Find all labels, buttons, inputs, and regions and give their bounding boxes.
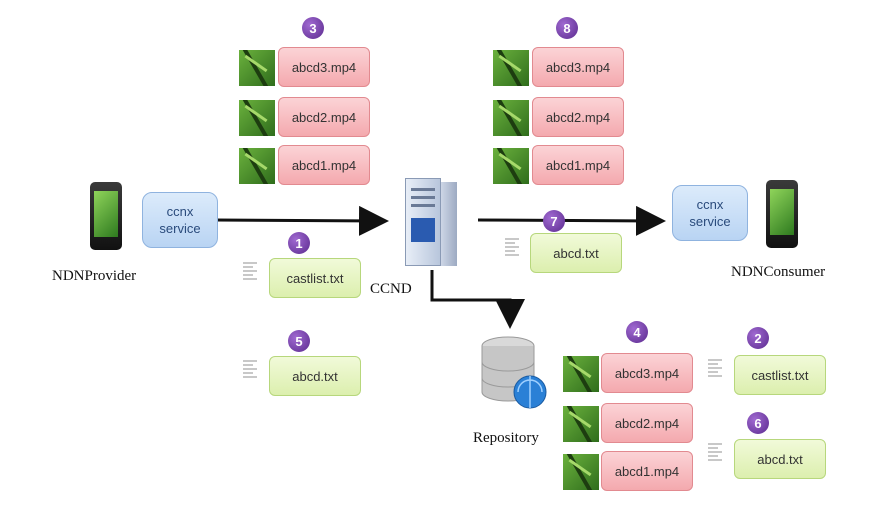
ccnd-server-icon bbox=[405, 178, 457, 266]
document-icon bbox=[243, 260, 257, 286]
step-badge-6: 6 bbox=[747, 412, 769, 434]
provider-service-line1: ccnx bbox=[166, 204, 194, 219]
video-thumbnail-icon bbox=[563, 454, 599, 490]
document-icon bbox=[243, 358, 257, 384]
video-thumbnail-icon bbox=[493, 100, 529, 136]
consumer-ccnx-service: ccnx service bbox=[672, 185, 748, 241]
file-abcd2-mp4: abcd2.mp4 bbox=[532, 97, 624, 137]
video-thumbnail-icon bbox=[563, 356, 599, 392]
file-abcd1-mp4: abcd1.mp4 bbox=[278, 145, 370, 185]
consumer-service-line2: service bbox=[689, 214, 731, 229]
file-abcd3-mp4: abcd3.mp4 bbox=[601, 353, 693, 393]
arrow-provider-to-ccnd bbox=[214, 205, 389, 236]
file-abcd-txt: abcd.txt bbox=[530, 233, 622, 273]
video-thumbnail-icon bbox=[493, 148, 529, 184]
file-castlist-txt: castlist.txt bbox=[269, 258, 361, 298]
consumer-service-line1: ccnx bbox=[696, 197, 724, 212]
consumer-phone-icon bbox=[766, 180, 798, 248]
video-thumbnail-icon bbox=[239, 50, 275, 86]
ccnd-label: CCND bbox=[370, 281, 412, 297]
step-badge-7: 7 bbox=[543, 210, 565, 232]
file-abcd3-mp4: abcd3.mp4 bbox=[278, 47, 370, 87]
repository-database-icon bbox=[481, 336, 547, 409]
provider-label: NDNProvider bbox=[52, 268, 137, 284]
video-thumbnail-icon bbox=[493, 50, 529, 86]
step-badge-3: 3 bbox=[302, 17, 324, 39]
step-badge-1: 1 bbox=[288, 232, 310, 254]
provider-service-line2: service bbox=[159, 221, 201, 236]
video-thumbnail-icon bbox=[239, 100, 275, 136]
step-badge-8: 8 bbox=[556, 17, 578, 39]
provider-phone-icon bbox=[90, 182, 122, 250]
file-abcd2-mp4: abcd2.mp4 bbox=[278, 97, 370, 137]
file-castlist-txt: castlist.txt bbox=[734, 355, 826, 395]
document-icon bbox=[708, 441, 722, 467]
file-abcd1-mp4: abcd1.mp4 bbox=[532, 145, 624, 185]
file-abcd-txt: abcd.txt bbox=[269, 356, 361, 396]
repository-label: Repository bbox=[473, 430, 539, 446]
video-thumbnail-icon bbox=[563, 406, 599, 442]
step-badge-2: 2 bbox=[747, 327, 769, 349]
arrow-ccnd-to-consumer bbox=[477, 205, 666, 236]
document-icon bbox=[505, 236, 519, 262]
step-badge-5: 5 bbox=[288, 330, 310, 352]
video-thumbnail-icon bbox=[239, 148, 275, 184]
consumer-label: NDNConsumer bbox=[731, 264, 826, 280]
step-badge-4: 4 bbox=[626, 321, 648, 343]
file-abcd-txt: abcd.txt bbox=[734, 439, 826, 479]
arrow-ccnd-to-repository bbox=[430, 270, 525, 329]
file-abcd2-mp4: abcd2.mp4 bbox=[601, 403, 693, 443]
document-icon bbox=[708, 357, 722, 383]
file-abcd1-mp4: abcd1.mp4 bbox=[601, 451, 693, 491]
provider-ccnx-service: ccnx service bbox=[142, 192, 218, 248]
file-abcd3-mp4: abcd3.mp4 bbox=[532, 47, 624, 87]
